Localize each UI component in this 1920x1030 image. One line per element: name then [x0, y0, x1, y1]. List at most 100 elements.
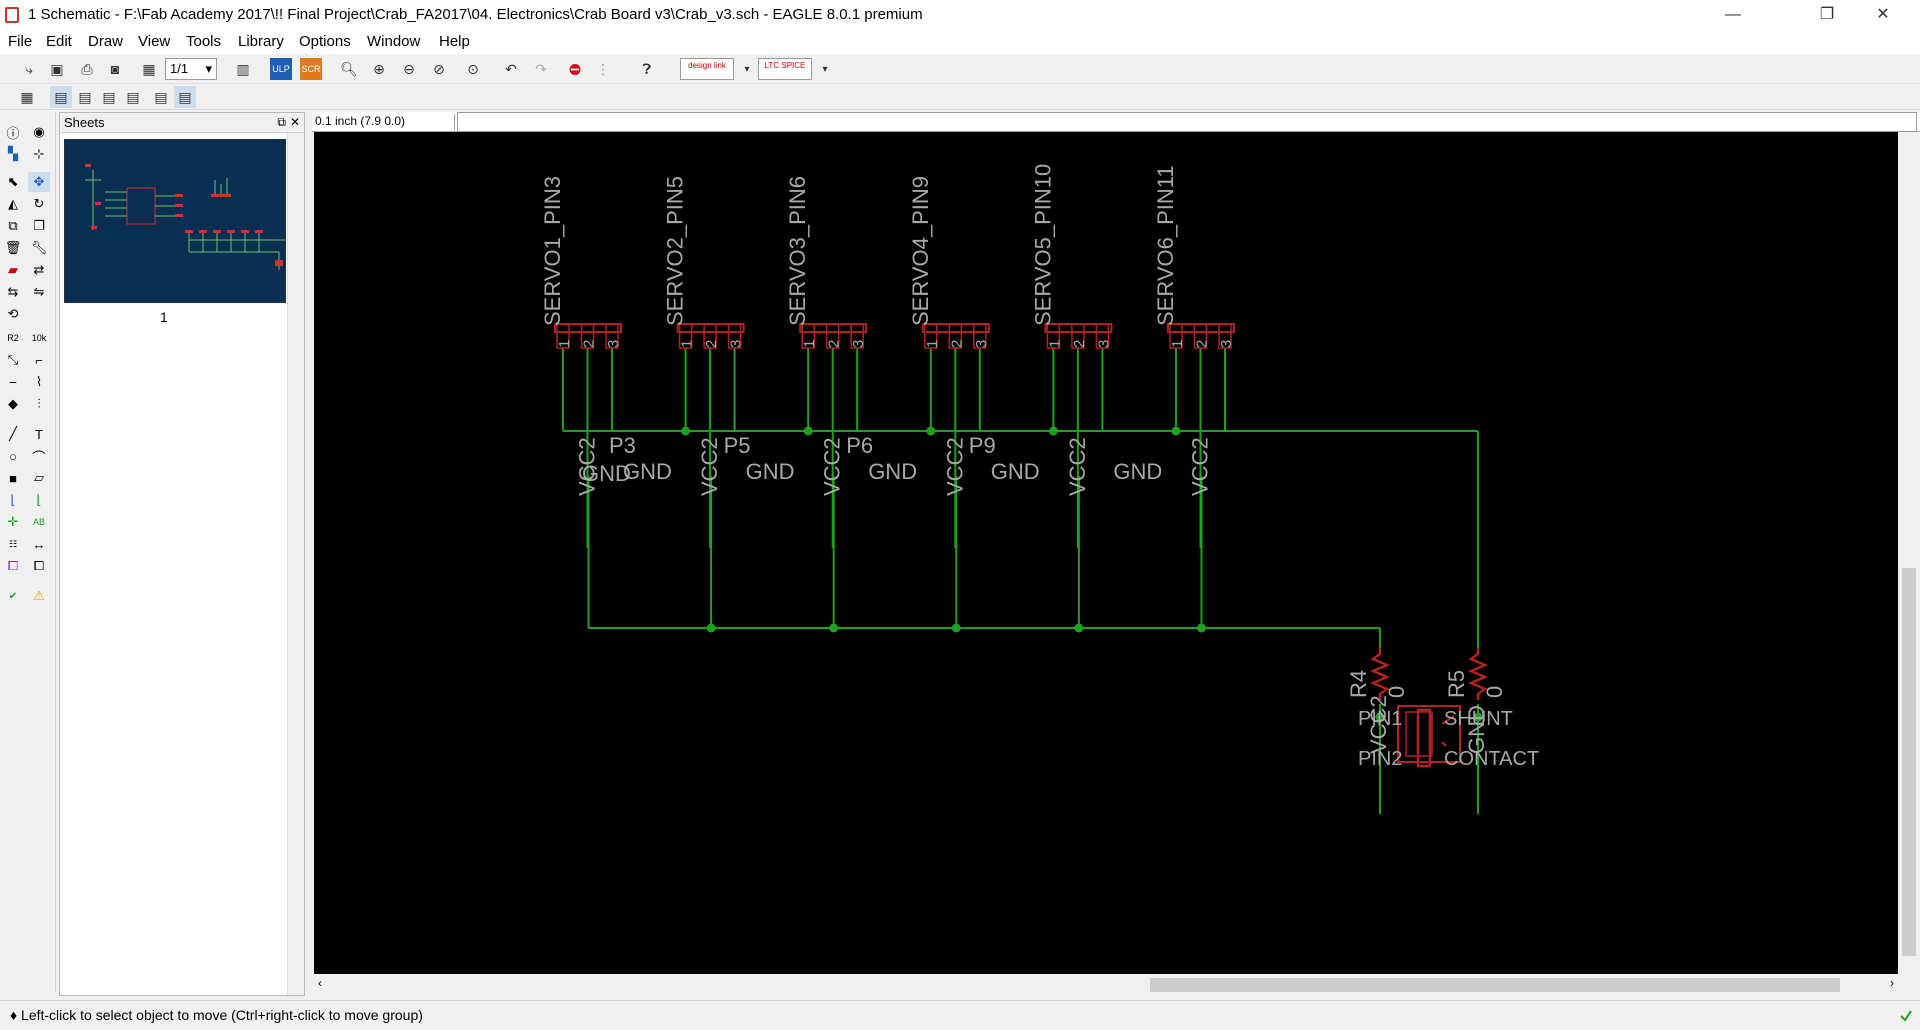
sheet-select[interactable]: 1/1▾ [165, 58, 217, 80]
layout-3-icon[interactable]: ▤ [102, 88, 116, 105]
menu-file[interactable]: File [8, 33, 33, 50]
designlink-button[interactable]: design link [680, 58, 734, 80]
net-icon[interactable]: ⌊ [36, 492, 42, 507]
polygon-icon[interactable]: ▱ [34, 470, 44, 485]
grid-icon[interactable]: ▦ [20, 88, 34, 105]
scroll-right-icon[interactable]: › [1890, 976, 1894, 990]
restore-button[interactable]: ❐ [1819, 6, 1835, 23]
menu-edit[interactable]: Edit [46, 33, 72, 50]
value-icon[interactable]: 10k [31, 333, 47, 343]
slice-icon[interactable]: ◆ [8, 396, 18, 411]
bom-icon[interactable]: ▥ [236, 60, 250, 77]
text-icon[interactable]: T [35, 426, 43, 442]
jumper-pin2-label: PIN2 [1358, 748, 1402, 770]
mirror-icon[interactable]: ◭ [8, 196, 18, 211]
layout-6-icon[interactable]: ▤ [174, 86, 196, 108]
menu-library[interactable]: Library [238, 33, 284, 50]
label-icon[interactable]: AB [32, 517, 45, 527]
replace-icon[interactable]: ⇄ [33, 262, 45, 277]
vertical-scroll-thumb[interactable] [1902, 568, 1916, 956]
layout-2-icon[interactable]: ▤ [78, 88, 92, 105]
cam-processor-icon[interactable]: ◙ [110, 61, 120, 77]
close-button[interactable]: ✕ [1876, 6, 1890, 23]
redo-icon[interactable]: ↷ [535, 60, 547, 77]
display-icon[interactable]: ▚ [8, 146, 18, 161]
canvas-horizontal-scrollbar[interactable]: ‹ › [314, 974, 1898, 996]
ltspice-dropdown-icon[interactable]: ▾ [822, 63, 828, 75]
dimension-icon[interactable]: ↔ [32, 536, 46, 552]
menu-options[interactable]: Options [299, 33, 351, 50]
info-icon[interactable]: ⓘ [6, 125, 20, 141]
script-icon[interactable]: SCR [300, 58, 322, 80]
junction-icon[interactable]: ✛ [7, 514, 19, 529]
panel-close-icon[interactable]: ✕ [289, 115, 300, 129]
undock-icon[interactable]: ⧉ [277, 115, 286, 129]
module-icon[interactable]: ⧠ [33, 558, 45, 573]
optimize-icon[interactable]: ⌇ [35, 374, 43, 389]
help-icon[interactable]: ❓︎ [642, 60, 652, 77]
save-icon[interactable]: ▣ [50, 60, 64, 77]
command-line-input[interactable] [457, 112, 1917, 132]
move-icon[interactable]: ⬉ [7, 174, 19, 189]
undo-icon[interactable]: ↶ [505, 60, 517, 77]
invoke-icon[interactable]: ⟲ [7, 306, 19, 321]
show-icon[interactable]: ◉ [33, 124, 45, 139]
board-switch-icon[interactable]: ▦ [142, 60, 156, 77]
zoom-redraw-icon[interactable]: ⊘ [433, 60, 445, 77]
gnd-label: GND [746, 459, 795, 484]
frame-icon[interactable]: ⧠ [7, 558, 19, 573]
scroll-left-icon[interactable]: ‹ [318, 976, 322, 990]
menu-view[interactable]: View [138, 33, 171, 50]
zoom-out-icon[interactable]: ⊖ [403, 60, 415, 77]
name-icon[interactable]: R2 [7, 333, 19, 343]
ulp-icon[interactable]: ULP [270, 58, 292, 80]
arc-icon[interactable]: ⌒ [32, 449, 46, 465]
layout-1-icon[interactable]: ▤ [50, 86, 72, 108]
zoom-in-icon[interactable]: ⊕ [373, 60, 385, 77]
layout-5-icon[interactable]: ▤ [154, 88, 168, 105]
errors-icon[interactable]: ⚠ [33, 588, 45, 603]
sheets-scrollbar[interactable] [287, 133, 304, 995]
minimize-button[interactable]: — [1725, 6, 1741, 23]
pinswap-icon[interactable]: ⇆ [7, 284, 19, 299]
gateswap-icon[interactable]: ⇋ [33, 284, 45, 299]
rotate-icon[interactable]: ↻ [33, 196, 45, 211]
erc-icon[interactable]: ✔ [8, 590, 18, 602]
layout-4-icon[interactable]: ▤ [126, 88, 140, 105]
zoom-select-icon[interactable]: ⊙ [467, 60, 479, 77]
bus-icon[interactable]: ⌊ [10, 492, 16, 507]
pin-number-label: 3 [605, 340, 622, 348]
print-icon[interactable]: ⎙ [81, 60, 93, 77]
ltspice-button[interactable]: LTC SPICE [758, 58, 812, 80]
mark-icon[interactable]: ⊹ [33, 146, 45, 161]
go-icon[interactable]: ⋮ [596, 60, 610, 77]
zoom-fit-icon[interactable]: 🔍︎ [340, 60, 358, 77]
stop-icon[interactable]: ⛔︎ [569, 60, 581, 77]
delete-icon[interactable]: 🗑︎ [4, 240, 22, 255]
split-icon[interactable]: ⎯ [9, 374, 17, 389]
attribute-icon[interactable]: ☷ [8, 538, 18, 549]
group-icon[interactable]: ⧉ [8, 218, 18, 233]
menu-help[interactable]: Help [439, 33, 470, 50]
circle-icon[interactable]: ○ [9, 448, 17, 464]
align-icon[interactable]: ⫶ [37, 396, 41, 411]
canvas-vertical-scrollbar[interactable] [1898, 132, 1920, 974]
line-icon[interactable]: ╱ [9, 426, 17, 441]
move-active-icon[interactable]: ✥ [28, 172, 50, 192]
smash-icon[interactable]: ⤡ [7, 352, 19, 367]
menu-draw[interactable]: Draw [88, 33, 124, 50]
r5-value-label: 0 [1482, 686, 1507, 698]
horizontal-scroll-thumb[interactable] [1150, 978, 1840, 992]
designlink-dropdown-icon[interactable]: ▾ [744, 63, 750, 75]
status-stop-icon[interactable] [1898, 1008, 1914, 1024]
menu-window[interactable]: Window [367, 33, 421, 50]
miter-icon[interactable]: ⌐ [35, 352, 43, 368]
rect-icon[interactable]: ■ [9, 470, 17, 486]
menu-tools[interactable]: Tools [186, 33, 222, 50]
add-icon[interactable]: ▰ [8, 262, 18, 277]
open-icon[interactable]: ⤷ [25, 60, 33, 77]
copy-icon[interactable]: ❐ [33, 218, 45, 233]
change-icon[interactable]: 🔧︎ [30, 240, 48, 255]
sheet-thumbnail[interactable] [64, 139, 286, 303]
